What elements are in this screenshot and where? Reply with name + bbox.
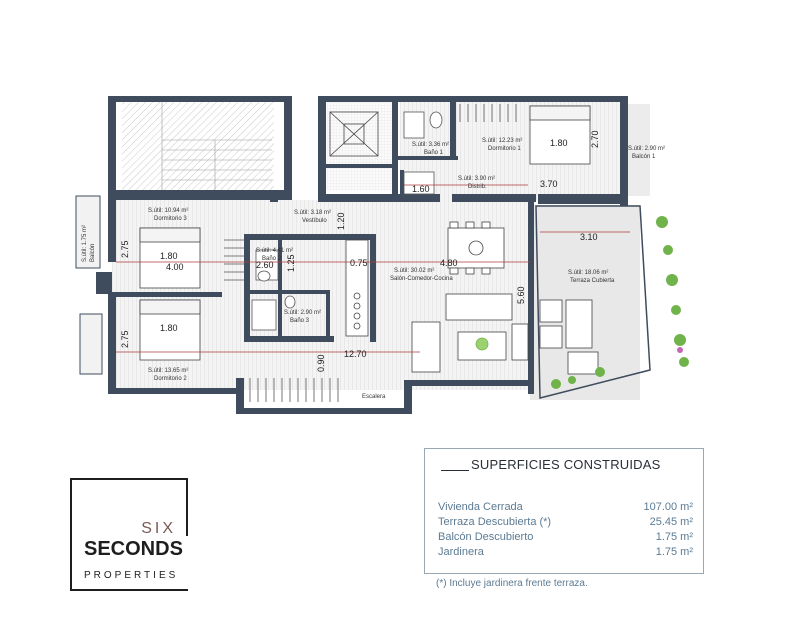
dormitorio3-area: S.útil: 10.94 m² xyxy=(148,208,188,214)
balcon2-name: Balcón xyxy=(90,244,96,262)
dim-kitchen: 0.75 xyxy=(350,258,368,268)
aseo-name: Baño 3 xyxy=(290,318,310,324)
floor-plan: S.útil: 12.23 m² Dormitorio 1 S.útil: 3.… xyxy=(75,96,689,414)
dim-d3-height: 2.75 xyxy=(120,240,130,258)
balcon2-area: S.útil: 1.75 m² xyxy=(82,225,88,262)
dim-bottom-small: 0.90 xyxy=(316,354,326,372)
superficies-note: (*) Incluye jardinera frente terraza. xyxy=(436,578,588,589)
logo-frame-left xyxy=(70,478,72,591)
living-furniture xyxy=(411,293,529,373)
superficies-row-label: Jardinera xyxy=(438,546,484,558)
elevator-area xyxy=(320,100,392,190)
terraza-area: S.útil: 18.06 m² xyxy=(568,270,608,276)
dormitorio2-name: Dormitorio 2 xyxy=(154,376,187,382)
distrib-area: S.útil: 3.90 m² xyxy=(458,176,495,182)
dim-terrace-w: 3.10 xyxy=(580,232,598,242)
stair-bottom xyxy=(249,378,339,402)
dim-d1-bottom: 3.70 xyxy=(540,179,558,189)
logo-frame-bottom xyxy=(70,589,188,591)
closet-top xyxy=(459,104,517,122)
superficies-title: SUPERFICIES CONSTRUIDAS xyxy=(471,457,661,472)
six-seconds-logo: SIX SECONDS PROPERTIES xyxy=(70,478,188,591)
terraza-name: Terraza Cubierta xyxy=(570,278,615,284)
superficies-row-value: 107.00 m² xyxy=(643,501,693,513)
terrace-furniture xyxy=(539,299,599,375)
escalera-name: Escalera xyxy=(362,394,386,400)
bano2-area: S.útil: 4.41 m² xyxy=(256,248,293,254)
dim-d1-height: 2.70 xyxy=(590,130,600,148)
logo-frame-top xyxy=(70,478,188,480)
distrib-name: Distrib. xyxy=(468,184,487,190)
balcon1-area: S.útil: 2.90 m² xyxy=(628,146,665,152)
dormitorio2-area: S.útil: 13.65 m² xyxy=(148,368,188,374)
salon-name: Salón-Comedor-Cocina xyxy=(390,276,453,282)
dining-table xyxy=(447,221,505,275)
dim-bath-small: 1.25 xyxy=(286,254,296,272)
kitchen-counter xyxy=(345,239,369,337)
terrace-outline xyxy=(535,205,651,399)
stair-middle xyxy=(224,239,244,281)
dormitorio3-name: Dormitorio 3 xyxy=(154,216,187,222)
superficies-row-value: 1.75 m² xyxy=(655,531,693,543)
dim-distrib: 1.60 xyxy=(412,184,430,194)
balcon1-name: Balcón 1 xyxy=(632,154,656,160)
beds xyxy=(139,105,591,361)
bano1-name: Baño 1 xyxy=(424,150,444,156)
aseo-area: S.útil: 2.90 m² xyxy=(284,310,321,316)
stair-steps xyxy=(161,100,272,190)
dimension-lines xyxy=(116,184,630,353)
planter-left xyxy=(79,313,103,375)
dim-d3-width: 1.80 xyxy=(160,251,178,261)
logo-seconds: SECONDS xyxy=(84,538,183,560)
superficies-row-value: 25.45 m² xyxy=(649,516,693,528)
dim-bath-w: 2.60 xyxy=(256,260,274,270)
salon-area: S.útil: 30.02 m² xyxy=(394,268,434,274)
superficies-row-label: Vivienda Cerrada xyxy=(438,501,523,513)
logo-frame-right xyxy=(186,478,188,536)
dim-d2-width: 1.80 xyxy=(160,323,178,333)
superficies-row-label: Terraza Descubierta (*) xyxy=(438,516,552,528)
stair-area xyxy=(122,100,274,190)
vestibulo-name: Vestíbulo xyxy=(302,218,327,224)
superficies-panel: SUPERFICIES CONSTRUIDAS Vivienda Cerrada… xyxy=(424,448,704,574)
dormitorio1-area: S.útil: 12.23 m² xyxy=(482,138,522,144)
superficies-row-label: Balcón Descubierto xyxy=(438,531,534,543)
superficies-row-value: 1.75 m² xyxy=(655,546,693,558)
dim-salon-h: 5.60 xyxy=(516,286,526,304)
bano1-area: S.útil: 3.36 m² xyxy=(412,142,449,148)
elevator-icon xyxy=(329,111,379,157)
superficies-title-rule xyxy=(441,470,469,471)
floor-balcony1 xyxy=(628,104,650,196)
bano2-name: Baño 2 xyxy=(262,256,282,262)
walls xyxy=(96,96,628,414)
logo-properties: PROPERTIES xyxy=(84,570,179,581)
vestibulo-area: S.útil: 3.18 m² xyxy=(294,210,331,216)
bathroom-fixtures xyxy=(251,111,443,331)
dim-d2-height: 2.75 xyxy=(120,330,130,348)
dim-d1-width: 1.80 xyxy=(550,138,568,148)
dim-d3-length: 4.00 xyxy=(166,262,184,272)
dim-salon-w: 4.80 xyxy=(440,258,458,268)
dim-total: 12.70 xyxy=(344,349,367,359)
balcony-left xyxy=(75,195,101,269)
logo-six: SIX xyxy=(141,520,176,537)
dormitorio1-name: Dormitorio 1 xyxy=(488,146,521,152)
dim-vest-small: 1.20 xyxy=(336,212,346,230)
